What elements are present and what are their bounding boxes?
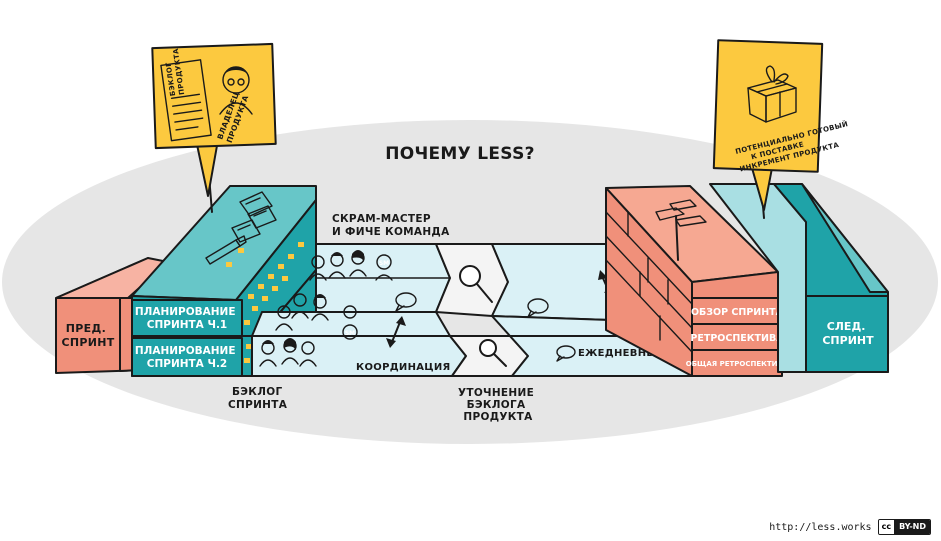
sprint-backlog-label-2: СПРИНТА bbox=[228, 399, 288, 411]
cc-icon: cc bbox=[878, 520, 896, 534]
prev-sprint-label-2: СПРИНТ bbox=[61, 336, 114, 349]
speech-bubble-icon bbox=[556, 345, 576, 362]
double-arrow-icon bbox=[386, 316, 406, 348]
scrum-master-avatar: SM bbox=[342, 305, 358, 340]
speech-bubble-icon bbox=[395, 292, 417, 312]
svg-text:УТОЧНЕНИЕ БЭКЛОГА ПРОД: УТОЧНЕНИЕ БЭКЛОГА ПРОДУКТА bbox=[458, 387, 538, 423]
license-label: BY-ND bbox=[895, 520, 930, 534]
next-sprint-block: СЛЕД. СПРИНТ bbox=[709, 183, 889, 373]
gift-box-icon bbox=[747, 65, 797, 123]
sprint-review-label: ОБЗОР СПРИНТА bbox=[691, 307, 784, 318]
svg-text:СЛЕД. СПРИНТ: СЛЕД. СПРИНТ bbox=[822, 320, 874, 347]
magnifier-icon bbox=[459, 265, 493, 303]
person-icon bbox=[275, 305, 293, 331]
signpost-icon bbox=[655, 199, 707, 261]
planning-1-label-2: СПРИНТА Ч.1 bbox=[147, 319, 228, 331]
person-icon bbox=[311, 294, 329, 321]
person-icon bbox=[349, 250, 367, 277]
coordination-label: КООРДИНАЦИЯ bbox=[356, 362, 451, 373]
refinement-label-3: ПРОДУКТА bbox=[463, 411, 533, 423]
footer-url-link[interactable]: http://less.works bbox=[769, 521, 872, 533]
magnifier-icon-small bbox=[479, 339, 507, 367]
footer: http://less.works cc BY-ND bbox=[769, 519, 931, 535]
feature-team-middle: SM bbox=[275, 293, 358, 340]
svg-text:ПЛАНИРОВАНИЕ СПРИНТА Ч.2: ПЛАНИРОВАНИЕ СПРИНТА Ч.2 bbox=[135, 345, 239, 370]
svg-text:SM: SM bbox=[379, 260, 389, 267]
product-owner-flag: БЭКЛОГ ПРОДУКТА ВЛАДЕЛЕЦ ПРОДУКТА bbox=[151, 42, 277, 213]
product-owner-avatar bbox=[219, 66, 253, 115]
prev-sprint-label-1: ПРЕД. bbox=[66, 322, 106, 335]
planning-1-label-1: ПЛАНИРОВАНИЕ bbox=[135, 306, 236, 318]
svg-text:ПРЕД. СПРИНТ: ПРЕД. СПРИНТ bbox=[61, 322, 114, 349]
prev-sprint-block: ПРЕД. СПРИНТ bbox=[55, 257, 169, 374]
person-icon bbox=[291, 293, 309, 319]
person-icon bbox=[259, 340, 277, 367]
overall-retro-label: ОБЩАЯ РЕТРОСПЕКТИВА bbox=[686, 360, 789, 368]
person-icon bbox=[281, 338, 299, 365]
marker-pen-icon bbox=[205, 235, 247, 265]
review-retro-block: ОБЗОР СПРИНТА РЕТРОСПЕКТИВА ОБЩАЯ РЕТРОС… bbox=[605, 185, 789, 377]
person-icon bbox=[309, 255, 327, 281]
sprint-backlog-label-1: БЭКЛОГ bbox=[232, 386, 282, 398]
diagram-title: ПОЧЕМУ LESS? bbox=[385, 144, 535, 164]
person-icon bbox=[328, 252, 346, 279]
svg-text:ПЛАНИРОВАНИЕ СПРИНТА Ч.1: ПЛАНИРОВАНИЕ СПРИНТА Ч.1 bbox=[135, 306, 239, 331]
svg-text:SM: SM bbox=[345, 330, 355, 337]
next-sprint-label-1: СЛЕД. bbox=[827, 320, 866, 333]
cc-license-badge[interactable]: cc BY-ND bbox=[877, 519, 931, 535]
refinement-label-1: УТОЧНЕНИЕ bbox=[458, 387, 534, 399]
retrospective-label: РЕТРОСПЕКТИВА bbox=[690, 333, 784, 344]
person-icon bbox=[299, 341, 317, 367]
scrum-master-avatar: SM bbox=[375, 254, 393, 281]
scrum-master-team-label-1: СКРАМ-МАСТЕР bbox=[332, 213, 431, 225]
svg-text:СКРАМ-МАСТЕР И ФИЧЕ КОМАНД: СКРАМ-МАСТЕР И ФИЧЕ КОМАНДА bbox=[332, 213, 450, 238]
scrum-master-team-label-2: И ФИЧЕ КОМАНДА bbox=[332, 226, 450, 238]
speech-bubble-icon bbox=[527, 298, 549, 318]
planning-2-label-1: ПЛАНИРОВАНИЕ bbox=[135, 345, 236, 357]
refinement-label-2: БЭКЛОГА bbox=[467, 399, 526, 411]
backlog-papers bbox=[231, 191, 277, 243]
next-sprint-label-2: СПРИНТ bbox=[822, 334, 874, 347]
feature-team-upper: SM bbox=[309, 250, 393, 281]
planning-2-label-2: СПРИНТА Ч.2 bbox=[147, 358, 228, 370]
feature-team-lower bbox=[259, 338, 317, 367]
svg-text:БЭКЛОГ СПРИНТА: БЭКЛОГ СПРИНТА bbox=[228, 386, 288, 411]
